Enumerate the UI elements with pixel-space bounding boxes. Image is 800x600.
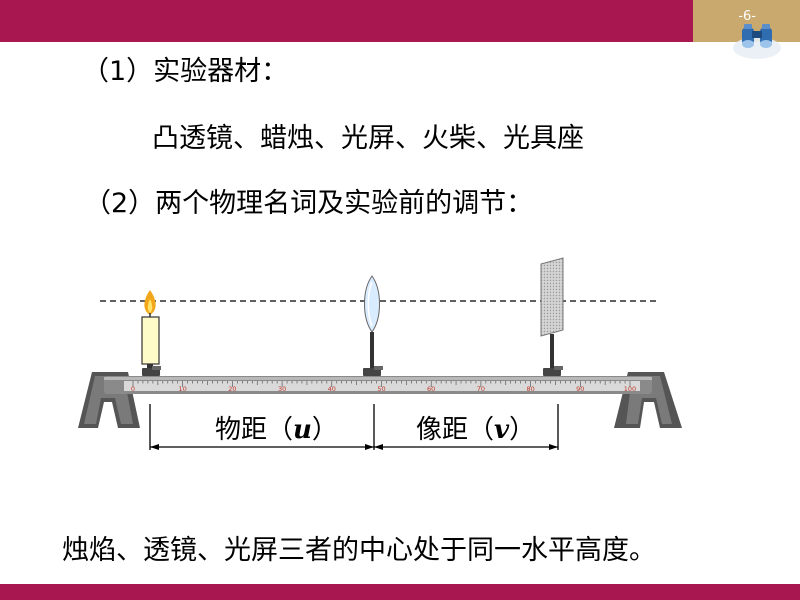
distance-markers <box>149 404 559 450</box>
page-number: -6- <box>738 9 756 24</box>
scale-label: 90 <box>576 385 584 393</box>
scale-label: 0 <box>131 385 135 393</box>
scale-label: 10 <box>179 385 187 393</box>
scale-label: 30 <box>278 385 286 393</box>
equipment-list: 凸透镜、蜡烛、光屏、火柴、光具座 <box>152 123 584 154</box>
footer-bar <box>0 584 800 600</box>
scale-label: 40 <box>328 385 336 393</box>
convex-lens <box>363 275 383 376</box>
conclusion-text: 烛焰、透镜、光屏三者的中心处于同一水平高度。 <box>62 535 656 566</box>
equipment-heading: （1）实验器材： <box>82 56 289 87</box>
terms-heading: （2）两个物理名词及实验前的调节： <box>84 188 534 219</box>
optical-bench-diagram: 0 10 20 30 40 50 60 70 80 90 100 <box>78 257 682 450</box>
scale-label: 60 <box>427 385 435 393</box>
scale-label: 80 <box>526 385 534 393</box>
scale-ticks <box>132 381 631 387</box>
candle <box>141 290 161 376</box>
scale-label: 70 <box>477 385 485 393</box>
scale-label: 50 <box>377 385 385 393</box>
light-screen <box>540 257 564 376</box>
scale-label: 20 <box>228 385 236 393</box>
binoculars-icon <box>733 24 781 59</box>
scale-labels: 0 10 20 30 40 50 60 70 80 90 100 <box>131 385 636 393</box>
image-distance-label: 像距（v） <box>414 415 538 445</box>
object-distance-label: 物距（u） <box>213 415 340 445</box>
header-bar <box>0 0 693 42</box>
scale-label: 100 <box>624 385 636 393</box>
